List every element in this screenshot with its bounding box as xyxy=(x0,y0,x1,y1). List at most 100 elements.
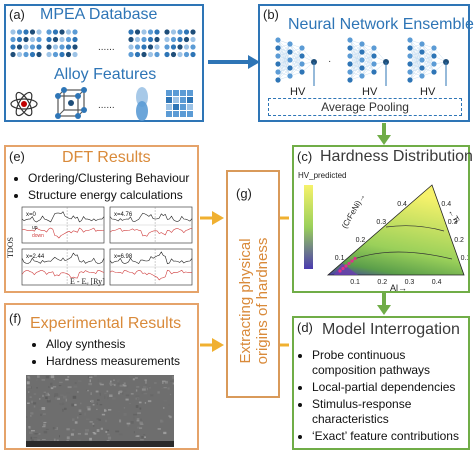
grid-dot xyxy=(128,36,134,43)
sem-grain xyxy=(169,415,172,419)
dos-down-curve xyxy=(109,269,193,281)
sem-grain xyxy=(117,380,119,382)
bullet-item: Local-partial dependencies xyxy=(312,380,472,395)
sem-grain xyxy=(26,404,30,407)
sem-grain xyxy=(48,398,50,401)
lattice-cell xyxy=(173,111,179,117)
grid-dot xyxy=(72,44,78,50)
nn-node xyxy=(287,49,293,55)
grid-dot xyxy=(154,36,160,43)
sem-grain xyxy=(132,416,136,420)
sem-grain xyxy=(146,387,148,391)
dos-up-curve xyxy=(21,211,105,223)
left-axis-label: (CrFeNi)→ xyxy=(340,192,367,230)
sem-grain xyxy=(53,378,55,381)
sem-grain xyxy=(62,402,65,405)
sem-grain xyxy=(161,387,164,390)
sem-grain xyxy=(139,418,143,421)
arrow-b-to-c xyxy=(377,123,391,145)
origins-line-2: origins of hardness xyxy=(254,237,271,365)
sem-grain xyxy=(72,428,75,431)
bottom-tick-label: 0.1 xyxy=(350,279,360,286)
sem-grain xyxy=(27,386,31,389)
sem-grain xyxy=(106,390,109,393)
sem-info-bar xyxy=(26,441,174,447)
sem-grain xyxy=(66,436,70,440)
nn-node xyxy=(275,53,281,59)
bullet-item: Structure energy calculations xyxy=(28,188,208,203)
sem-grain xyxy=(123,413,127,416)
grid-dot xyxy=(23,29,29,35)
sem-grain xyxy=(96,408,98,410)
grid-dot xyxy=(164,51,170,58)
sem-grain xyxy=(59,403,64,406)
sem-grain xyxy=(144,379,147,381)
grid-dot xyxy=(128,51,134,58)
rotated-text: Extracting physical origins of hardness xyxy=(237,195,271,407)
grid-dot xyxy=(134,44,141,50)
sem-grain xyxy=(105,430,108,433)
data-point xyxy=(338,269,342,273)
sem-grain xyxy=(45,396,48,399)
sem-grain xyxy=(65,378,69,381)
model-interrogation-title: Model Interrogation xyxy=(322,321,460,338)
sem-grain xyxy=(97,399,100,401)
grid-dot xyxy=(16,51,23,58)
sem-grain xyxy=(26,381,30,385)
sem-grain xyxy=(144,402,147,404)
sem-grain xyxy=(30,415,32,417)
sem-grain xyxy=(48,386,50,388)
sem-grain xyxy=(163,407,165,409)
bullet-item: Probe continuous composition pathways xyxy=(312,348,472,378)
grid-dot xyxy=(183,51,190,58)
sem-grain xyxy=(99,392,101,396)
grid-dot xyxy=(10,36,16,43)
sem-grain xyxy=(31,400,33,403)
lattice-cell xyxy=(166,111,172,117)
sem-grain xyxy=(41,420,43,422)
sem-grain xyxy=(101,413,106,416)
grid-dot xyxy=(29,44,36,50)
nn-node xyxy=(359,57,365,63)
nn-node xyxy=(347,69,353,75)
grid-dot xyxy=(177,44,183,50)
grid-dot xyxy=(23,51,29,58)
sem-grain xyxy=(43,392,48,396)
grid-dot xyxy=(190,29,196,35)
sem-grain xyxy=(33,402,37,405)
lattice-cell xyxy=(173,90,179,96)
right-tick-label: 0.4 xyxy=(441,201,451,208)
sem-grain xyxy=(139,427,143,429)
dft-bullets: Ordering/Clustering Behaviour Structure … xyxy=(16,171,208,205)
grid-dot xyxy=(65,51,72,58)
grid-dot xyxy=(46,44,52,50)
nn-node xyxy=(275,45,281,51)
nn-node xyxy=(407,69,413,75)
nn-edge xyxy=(301,47,315,63)
nn-edge xyxy=(409,43,423,73)
sem-grain xyxy=(40,413,42,416)
nn-node xyxy=(287,73,293,79)
sem-grain xyxy=(108,409,112,411)
grid-dot xyxy=(65,29,72,35)
sem-grain xyxy=(84,432,88,436)
sem-grain xyxy=(86,406,91,409)
sem-grain xyxy=(37,439,40,442)
dos-up-curve xyxy=(21,252,105,264)
sem-grain xyxy=(172,376,174,379)
nn-node xyxy=(347,53,353,59)
sem-grain xyxy=(89,379,91,383)
bullet-item: Ordering/Clustering Behaviour xyxy=(28,171,208,186)
ellipsis-text: ...... xyxy=(98,42,115,53)
sem-grain xyxy=(74,382,77,384)
lattice-cell xyxy=(166,97,172,103)
grid-dot xyxy=(177,51,183,58)
database-grid-icons: ...... xyxy=(10,29,196,58)
dos-subplot-label: x=6.98 xyxy=(114,254,133,260)
neural-network-title: Neural Network Ensemble xyxy=(288,16,474,33)
sem-grain xyxy=(109,383,113,386)
sem-grain xyxy=(100,427,103,430)
grid-dot xyxy=(170,29,177,35)
sem-grain xyxy=(111,397,116,400)
